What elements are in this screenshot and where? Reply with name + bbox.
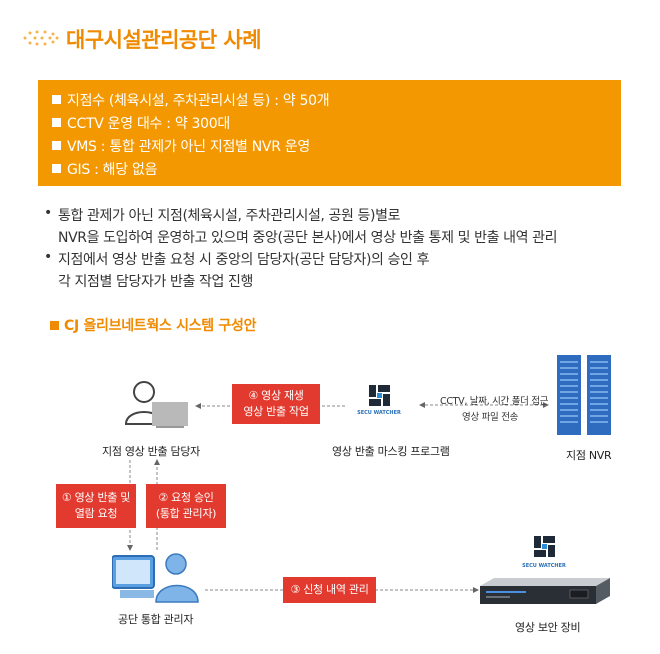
security-device-label: 영상 보안 장비 — [515, 621, 581, 634]
section-title: CJ 올리브네트웍스 시스템 구성안 — [64, 318, 257, 334]
bullet-text: 각 지점별 담당자가 반출 작업 진행 — [58, 274, 253, 290]
summary-box: 지점수 (체육시설, 주차관리시설 등) : 약 50개 CCTV 운영 대수 … — [38, 80, 621, 186]
summary-item: 지점수 (체육시설, 주차관리시설 등) : 약 50개 — [52, 90, 330, 110]
nvr-server-icon — [557, 355, 611, 435]
bullet-text: NVR을 도입하여 운영하고 있으며 중앙(공단 본사)에서 영상 반출 통제 … — [58, 230, 558, 246]
hq-manager-label: 공단 통합 관리자 — [118, 613, 194, 626]
nvr-label: 지점 NVR — [566, 449, 612, 462]
hq-manager-icon — [112, 553, 199, 603]
bullet-marker: • — [44, 249, 53, 265]
step-1-box: ① 영상 반출 및 열람 요청 — [56, 484, 136, 528]
summary-item: VMS : 통합 관제가 아닌 지점별 NVR 운영 — [52, 136, 310, 156]
nvr-transfer-note: 영상 파일 전송 — [462, 412, 519, 423]
step-4-box: ④ 영상 재생 영상 반출 작업 — [232, 384, 320, 424]
bullet-text: 지점에서 영상 반출 요청 시 중앙의 담당자(공단 담당자)의 승인 후 — [58, 252, 430, 268]
svg-text:SECU WATCHER: SECU WATCHER — [522, 563, 566, 569]
title-arrows-icon — [23, 30, 59, 46]
step-3-box: ③ 신청 내역 관리 — [283, 577, 376, 603]
person-computer-icon — [124, 381, 188, 428]
section-marker — [50, 321, 59, 330]
security-appliance-icon — [480, 578, 610, 604]
svg-text:SECU WATCHER: SECU WATCHER — [357, 410, 401, 416]
step-2-box: ② 요청 승인 (통합 관리자) — [146, 484, 226, 528]
bullet-marker: • — [44, 205, 53, 221]
summary-item: CCTV 운영 대수 : 약 300대 — [52, 113, 230, 133]
summary-item: GIS : 해당 없음 — [52, 159, 157, 179]
page-title: 대구시설관리공단 사례 — [66, 28, 262, 52]
secu-watcher-device-logo-icon: SECU WATCHER — [522, 536, 566, 569]
nvr-access-note: CCTV, 날짜, 시간 폴더 접근 — [440, 396, 549, 407]
branch-manager-label: 지점 영상 반출 담당자 — [102, 445, 200, 458]
masking-program-label: 영상 반출 마스킹 프로그램 — [332, 445, 450, 458]
bullet-text: 통합 관제가 아닌 지점(체육시설, 주차관리시설, 공원 등)별로 — [58, 208, 401, 224]
secu-watcher-logo-icon: SECU WATCHER — [357, 385, 401, 416]
